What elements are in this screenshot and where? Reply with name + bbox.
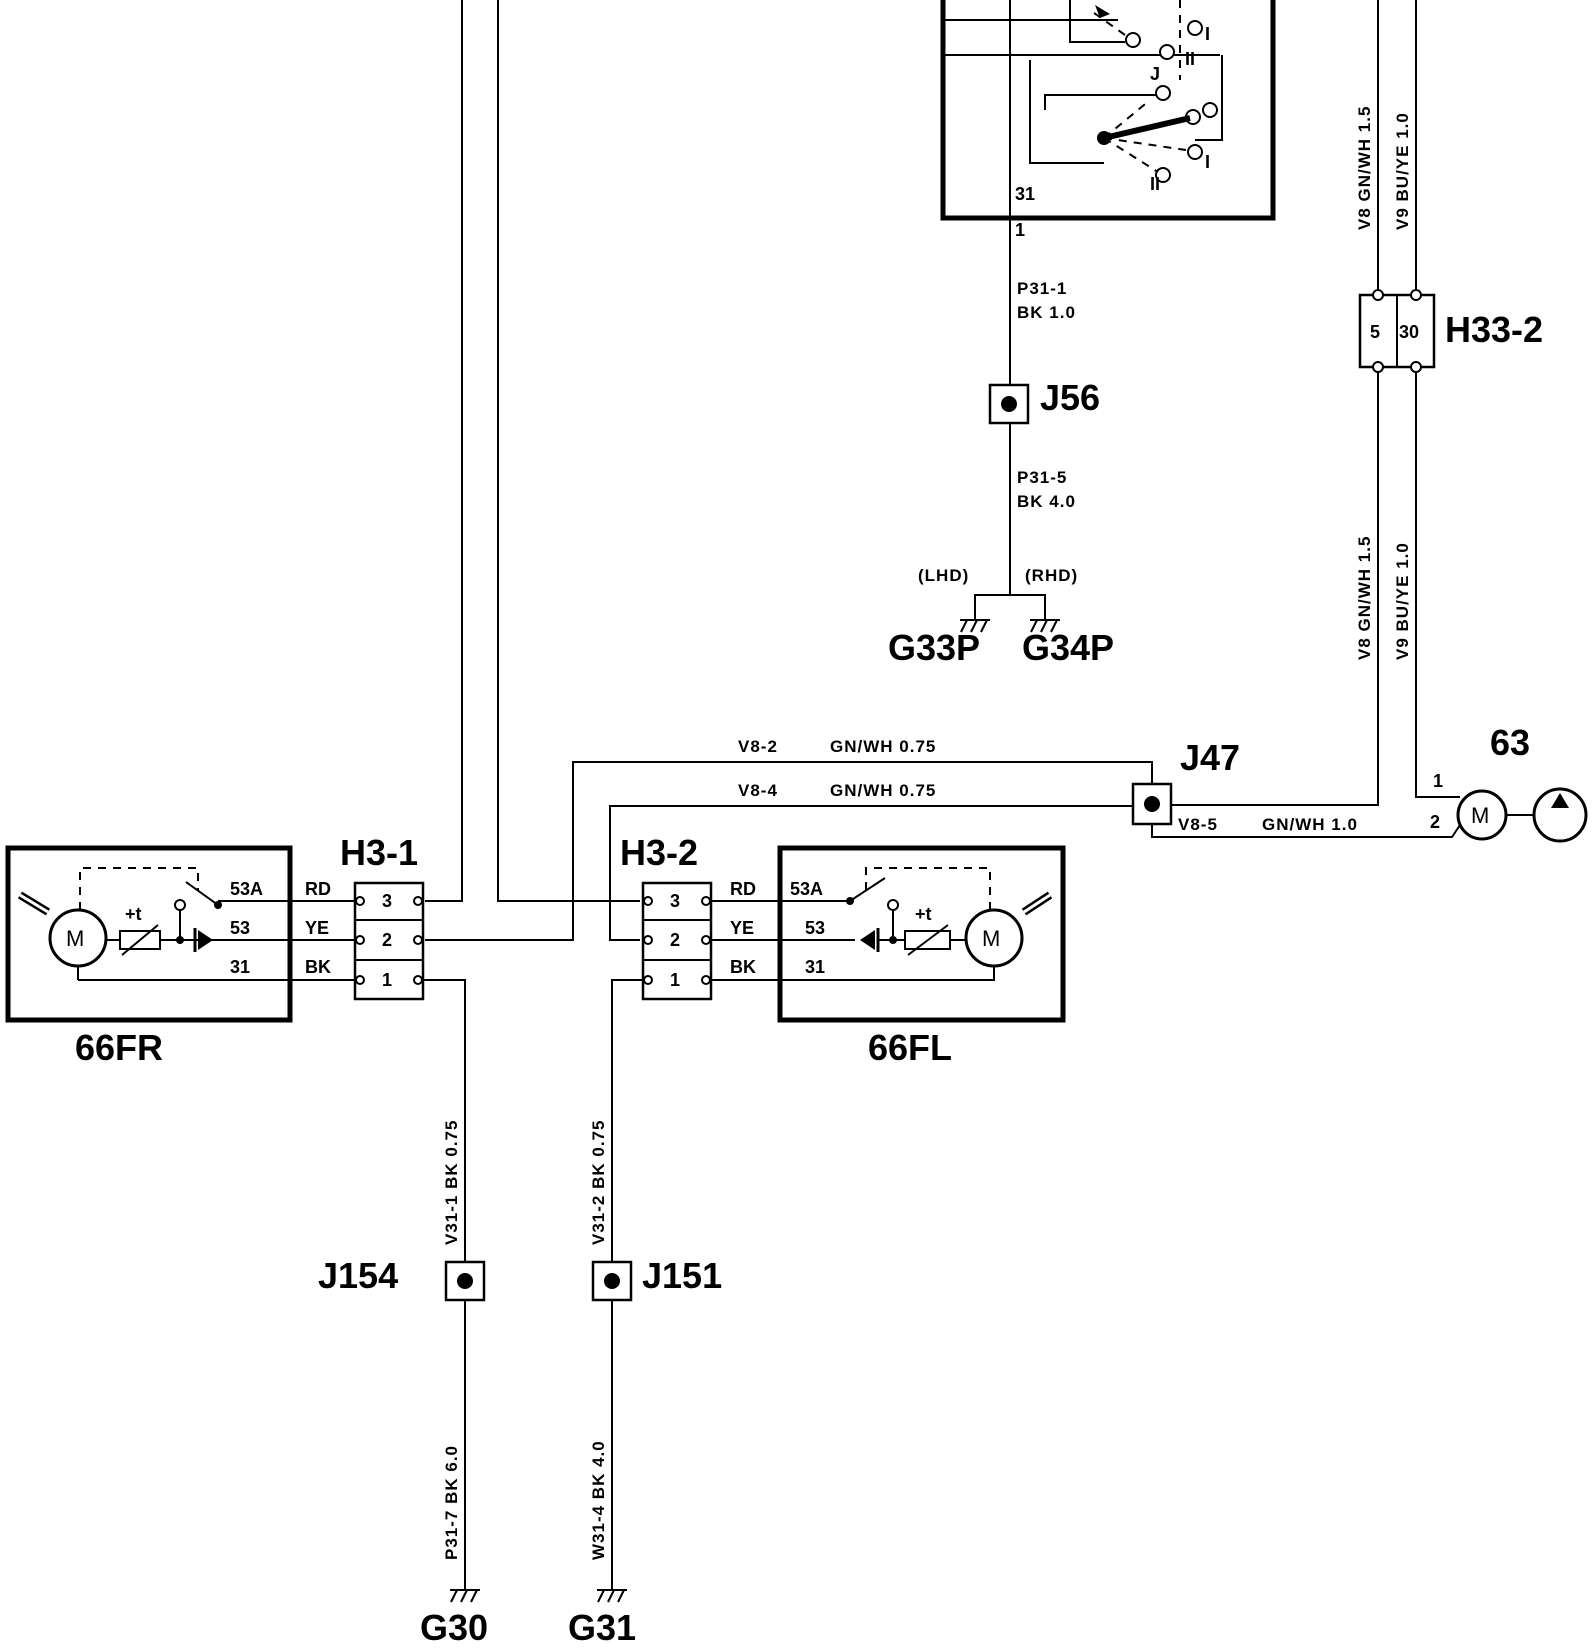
wire-p31-7: P31-7 BK 6.0 bbox=[442, 1445, 461, 1560]
g33p-label: G33P bbox=[888, 627, 980, 668]
h33-2-connector bbox=[1358, 289, 1436, 373]
fl-thermal-label: +t bbox=[915, 904, 932, 924]
j56-splice bbox=[988, 383, 1030, 425]
j47-splice bbox=[1131, 782, 1173, 826]
wire-v8-5-spec: GN/WH 1.0 bbox=[1262, 815, 1358, 834]
wiper-switch: I I II II J 31 1 bbox=[940, 0, 1276, 395]
h3-2-pin-1: 1 bbox=[670, 970, 680, 990]
h3-1-pin-1: 1 bbox=[382, 970, 392, 990]
j56-label: J56 bbox=[1040, 377, 1100, 418]
j151-label: J151 bbox=[642, 1255, 722, 1296]
wire-v8-mid: V8 GN/WH 1.5 bbox=[1355, 536, 1374, 660]
switch-pos-II-top-label: II bbox=[1185, 49, 1195, 69]
wire-v9-mid: V9 BU/YE 1.0 bbox=[1393, 542, 1412, 660]
wire-p31-5-spec: BK 4.0 bbox=[1017, 492, 1076, 511]
switch-pos-I-label: I bbox=[1205, 152, 1210, 172]
fl-wire-rd: RD bbox=[730, 879, 756, 899]
wire-v31-2: V31-2 BK 0.75 bbox=[589, 1120, 608, 1245]
fl-terminal-53a: 53A bbox=[790, 879, 823, 899]
fr-wire-bk: BK bbox=[305, 957, 331, 977]
fl-wire-bk: BK bbox=[730, 957, 756, 977]
fr-terminal-31: 31 bbox=[230, 957, 250, 977]
h3-2-pin-2: 2 bbox=[670, 930, 680, 950]
g31-label: G31 bbox=[568, 1607, 636, 1648]
wire-p31-1-id: P31-1 bbox=[1017, 279, 1067, 298]
wiper-motor-66fl: +t M bbox=[711, 845, 1066, 1023]
ground-g33p-g34p bbox=[960, 594, 1060, 633]
switch-pin-31: 31 bbox=[1015, 184, 1035, 204]
wire-v8-4-spec: GN/WH 0.75 bbox=[830, 781, 936, 800]
pump-motor-m: M bbox=[1471, 803, 1489, 828]
switch-pos-II-label: II bbox=[1150, 174, 1160, 194]
h3-2-label: H3-2 bbox=[620, 832, 698, 873]
rhd-label: (RHD) bbox=[1025, 566, 1078, 585]
fr-terminal-53: 53 bbox=[230, 918, 250, 938]
h33-pin-5: 5 bbox=[1370, 322, 1380, 342]
wire-v31-1: V31-1 BK 0.75 bbox=[442, 1120, 461, 1245]
wire-v8-top: V8 GN/WH 1.5 bbox=[1355, 106, 1374, 230]
pump-pin-2: 2 bbox=[1430, 812, 1440, 832]
wiper-motor-66fr: M +t bbox=[5, 845, 355, 1023]
h3-1-connector bbox=[353, 881, 425, 1001]
fr-thermal-label: +t bbox=[125, 904, 142, 924]
h33-2-label: H33-2 bbox=[1445, 309, 1543, 350]
fl-terminal-53: 53 bbox=[805, 918, 825, 938]
g30-label: G30 bbox=[420, 1607, 488, 1648]
wire-w31-4: W31-4 BK 4.0 bbox=[589, 1440, 608, 1560]
h3-1-pin-3: 3 bbox=[382, 891, 392, 911]
g34p-label: G34P bbox=[1022, 627, 1114, 668]
fr-terminal-53a: 53A bbox=[230, 879, 263, 899]
wire-v8-5-id: V8-5 bbox=[1178, 815, 1218, 834]
switch-pos-J-label: J bbox=[1150, 64, 1160, 84]
wire-v8-2-spec: GN/WH 0.75 bbox=[830, 737, 936, 756]
wire-v8-4-id: V8-4 bbox=[738, 781, 778, 800]
fl-motor-m: M bbox=[982, 926, 1000, 951]
wire-v8-2-id: V8-2 bbox=[738, 737, 778, 756]
h33-pin-30: 30 bbox=[1399, 322, 1419, 342]
wire-p31-1-spec: BK 1.0 bbox=[1017, 303, 1076, 322]
pump-motor: M bbox=[1456, 787, 1588, 843]
wire-v9-top: V9 BU/YE 1.0 bbox=[1393, 112, 1412, 230]
fr-motor-m: M bbox=[66, 926, 84, 951]
fl-66-label: 66FL bbox=[868, 1027, 952, 1068]
pump-63-label: 63 bbox=[1490, 722, 1530, 763]
fl-wire-ye: YE bbox=[730, 918, 754, 938]
switch-pin-1: 1 bbox=[1015, 220, 1025, 240]
switch-pos-I-top-label: I bbox=[1205, 24, 1210, 44]
pump-pin-1: 1 bbox=[1433, 771, 1443, 791]
h3-1-pin-2: 2 bbox=[382, 930, 392, 950]
ground-g31 bbox=[597, 1589, 627, 1603]
fl-terminal-31: 31 bbox=[805, 957, 825, 977]
h3-2-pin-3: 3 bbox=[670, 891, 680, 911]
lhd-label: (LHD) bbox=[918, 566, 969, 585]
j154-label: J154 bbox=[318, 1255, 398, 1296]
j151-splice bbox=[591, 1260, 633, 1302]
fr-66-label: 66FR bbox=[75, 1027, 163, 1068]
wire-p31-5-id: P31-5 bbox=[1017, 468, 1067, 487]
h3-1-label: H3-1 bbox=[340, 832, 418, 873]
ground-g30 bbox=[450, 1589, 480, 1603]
j154-splice bbox=[444, 1260, 486, 1302]
fr-wire-ye: YE bbox=[305, 918, 329, 938]
fr-wire-rd: RD bbox=[305, 879, 331, 899]
j47-label: J47 bbox=[1180, 737, 1240, 778]
